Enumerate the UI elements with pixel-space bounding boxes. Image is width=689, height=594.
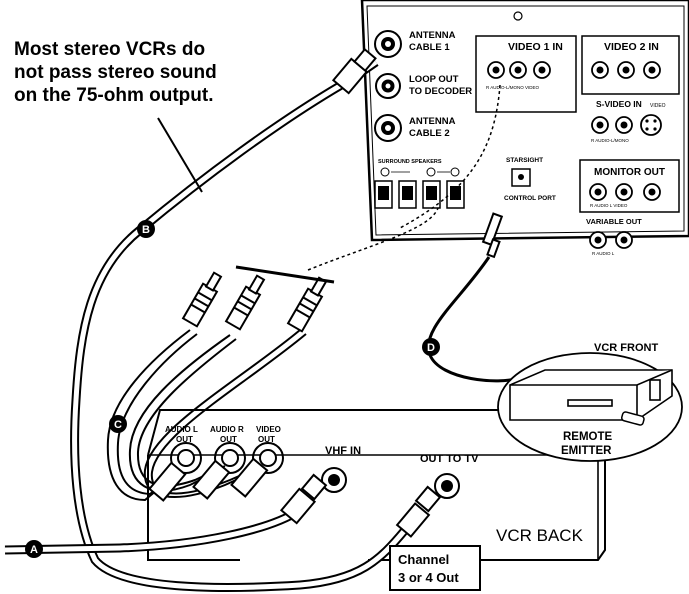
- marker-d: D: [422, 338, 440, 356]
- loop-out-jack: [375, 73, 401, 99]
- caption-line-3: on the 75-ohm output.: [14, 85, 214, 106]
- video2-in-label: VIDEO 2 IN: [604, 41, 659, 53]
- antenna-cable1-jack: [374, 30, 402, 58]
- video1-sub-label: R AUDIO-L/MONO VIDEO: [486, 85, 540, 90]
- marker-c: C: [109, 415, 127, 433]
- variable-out-jacks: [589, 231, 633, 249]
- speaker-polarity-marks: [380, 167, 460, 177]
- vhf-in-jack: [321, 467, 347, 493]
- monitor-out-label: MONITOR OUT: [594, 167, 665, 178]
- audio-r-out-label-1: AUDIO R: [210, 425, 244, 434]
- caption-pointer: [157, 117, 203, 193]
- antenna-cable1-label-1: ANTENNA: [409, 30, 456, 41]
- rca-plugs-vcr-end: [148, 457, 269, 502]
- cable-c-bracket: [235, 265, 335, 284]
- out-to-tv-label: OUT TO TV: [420, 453, 479, 465]
- remote-emitter-icon: [621, 411, 645, 426]
- video1-in-jacks: [487, 61, 551, 79]
- marker-d-letter: D: [427, 342, 435, 354]
- monitor-out-jacks: [589, 183, 661, 201]
- video1-in-box: [475, 35, 577, 113]
- vcr-audio-video-jacks: AUDIO L OUT AUDIO R OUT VIDEO OUT: [165, 425, 284, 474]
- antenna-cable1-label-2: CABLE 1: [409, 42, 450, 53]
- loop-out-label-2: TO DECODER: [409, 86, 472, 97]
- control-port-label: CONTROL PORT: [504, 195, 556, 202]
- antenna-cable2-label-2: CABLE 2: [409, 128, 450, 139]
- variable-out-label: VARIABLE OUT: [586, 217, 642, 226]
- cable-b: [70, 47, 442, 592]
- channel-note-line2: 3 or 4 Out: [398, 570, 459, 585]
- vcr-front-callout: VCR FRONT REMOTE EMITTER: [497, 342, 683, 462]
- cable-a: [4, 473, 328, 555]
- marker-b-letter: B: [142, 224, 150, 236]
- vcr-front-label: VCR FRONT: [594, 342, 658, 354]
- stereo-caption: Most stereo VCRs do not pass stereo soun…: [14, 38, 314, 107]
- video2-in-jacks: [591, 61, 661, 79]
- surround-speakers-label: SURROUND SPEAKERS: [378, 159, 442, 165]
- channel-note-line1: Channel: [398, 552, 449, 567]
- svideo-jacks: [591, 114, 662, 136]
- vcr-back-panel: VCR BACK: [147, 409, 606, 561]
- out-to-tv-jack: [434, 473, 460, 499]
- caption-line-2: not pass stereo sound: [14, 62, 217, 83]
- svideo-in-label: S-VIDEO IN: [596, 99, 642, 109]
- rca-plugs-tv-end: [181, 271, 328, 333]
- tv-back-panel: ANTENNA CABLE 1 LOOP OUT TO DECODER ANTE…: [360, 0, 689, 256]
- remote-emitter-label-2: EMITTER: [561, 445, 612, 457]
- video-out-label-2: OUT: [258, 435, 275, 444]
- video2-in-box: [581, 35, 680, 95]
- vcr-front-unit: [509, 369, 673, 421]
- variable-out-sub-label: R AUDIO L: [592, 251, 615, 256]
- marker-a: A: [25, 540, 43, 558]
- starsight-label: STARSIGHT: [506, 157, 543, 164]
- svideo-video-small: VIDEO: [650, 103, 666, 109]
- monitor-out-sub-label: R AUDIO L VIDEO: [590, 203, 628, 208]
- remote-emitter-label-1: REMOTE: [563, 431, 613, 443]
- video-out-label-1: VIDEO: [256, 425, 281, 434]
- channel-note-box: Channel 3 or 4 Out: [389, 545, 481, 591]
- audio-l-out-label-2: OUT: [176, 435, 193, 444]
- antenna-cable2-label-1: ANTENNA: [409, 116, 456, 127]
- vhf-in-label: VHF IN: [325, 445, 361, 457]
- svideo-sub-label: R AUDIO-L/MONO: [591, 138, 629, 143]
- marker-b: B: [137, 220, 155, 238]
- loop-out-label-1: LOOP OUT: [409, 74, 459, 85]
- audio-r-out-label-2: OUT: [220, 435, 237, 444]
- antenna-cable2-jack: [374, 114, 402, 142]
- connection-guide-dotted-lines: [307, 84, 501, 271]
- speaker-terminals: [374, 180, 465, 209]
- marker-a-letter: A: [30, 544, 38, 556]
- monitor-out-box: [579, 159, 680, 213]
- cable-c-bundle: [106, 329, 307, 502]
- vcr-back-label: VCR BACK: [496, 526, 584, 545]
- caption-line-1: Most stereo VCRs do: [14, 39, 206, 60]
- video1-in-label: VIDEO 1 IN: [508, 41, 563, 53]
- marker-c-letter: C: [114, 419, 122, 431]
